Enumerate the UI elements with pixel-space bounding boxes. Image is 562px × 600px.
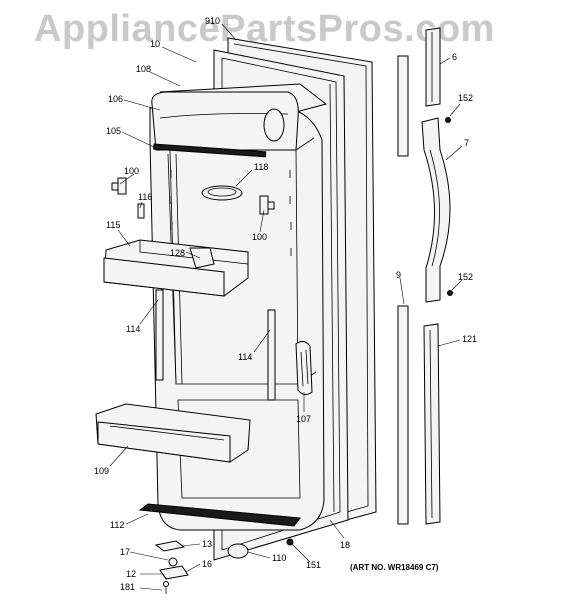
cam <box>227 543 249 559</box>
callout-109: 109 <box>94 466 109 476</box>
leader-lines <box>109 23 463 591</box>
callout-7: 7 <box>464 138 469 148</box>
callout-128: 128 <box>170 248 185 258</box>
callout-labels: 910 10 6 108 106 105 152 7 100 118 116 1… <box>94 16 477 592</box>
art-number: (ART NO. WR18469 C7) <box>350 563 439 572</box>
callout-108: 108 <box>136 64 151 74</box>
callout-100-right: 100 <box>252 232 267 242</box>
callout-6: 6 <box>452 52 457 62</box>
screw <box>286 538 294 546</box>
handle-trim <box>423 323 441 525</box>
callout-18: 18 <box>340 540 350 550</box>
callout-910: 910 <box>205 16 220 26</box>
door-handle <box>421 117 451 303</box>
callout-116: 116 <box>138 192 152 202</box>
rail-holes <box>170 170 292 256</box>
callout-121: 121 <box>462 334 477 344</box>
door-liner <box>149 107 325 531</box>
callout-114-right: 114 <box>238 352 252 362</box>
dairy-compartment <box>151 83 328 151</box>
lower-trim-strip <box>397 305 409 525</box>
callout-151: 151 <box>306 560 321 570</box>
callout-118: 118 <box>254 162 268 172</box>
callout-105: 105 <box>106 126 121 136</box>
callout-107: 107 <box>296 414 311 424</box>
watermark: AppliancePartsPros.com <box>34 8 495 50</box>
handle-screw-top <box>445 117 451 123</box>
callout-13: 13 <box>202 539 212 549</box>
callout-9: 9 <box>396 270 401 280</box>
handle-screw-bottom <box>447 290 453 296</box>
lower-shelf-bin <box>95 403 251 463</box>
callout-115: 115 <box>106 220 120 230</box>
callout-114-left: 114 <box>126 324 140 334</box>
shelf-clip <box>137 203 145 219</box>
callout-12: 12 <box>126 569 136 579</box>
handle-end-cap <box>425 27 441 107</box>
callout-152-top: 152 <box>458 93 473 103</box>
callout-16: 16 <box>202 559 212 569</box>
callout-112: 112 <box>110 520 124 530</box>
shelf-support-right <box>259 195 275 215</box>
callout-181: 181 <box>120 582 135 592</box>
door-flap <box>295 340 313 396</box>
shelf-support-left <box>111 177 127 195</box>
callout-17: 17 <box>120 547 130 557</box>
callout-152-bottom: 152 <box>458 272 473 282</box>
callout-10: 10 <box>150 39 160 49</box>
callout-106: 106 <box>108 94 123 104</box>
upper-shelf-bin <box>103 239 249 297</box>
upper-trim-strip <box>397 55 409 157</box>
callout-110: 110 <box>272 553 286 563</box>
bottom-trim <box>138 503 301 527</box>
callout-100-left: 100 <box>124 166 139 176</box>
dairy-bar <box>153 143 267 158</box>
hinge-parts <box>154 540 189 594</box>
